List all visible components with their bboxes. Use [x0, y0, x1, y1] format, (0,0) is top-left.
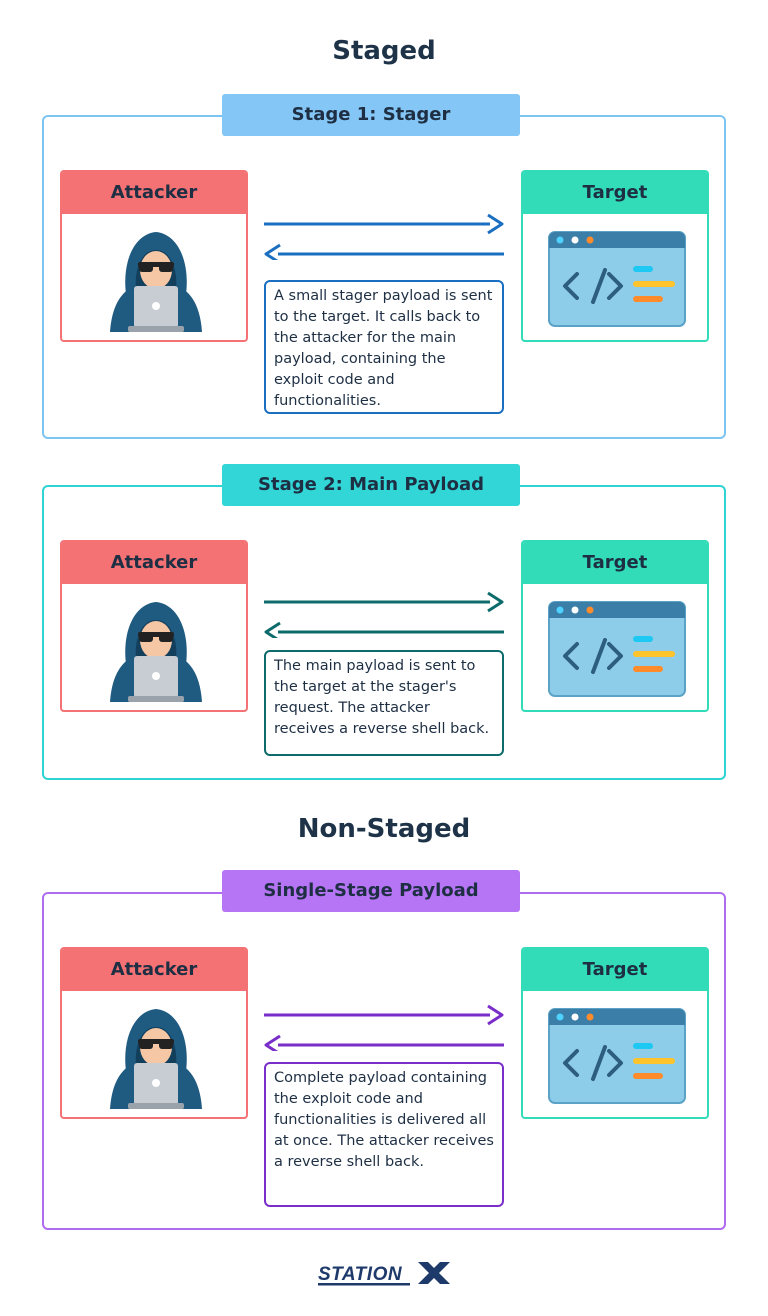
single-stage-title: Single-Stage Payload: [222, 870, 520, 912]
target-label: Target: [523, 542, 707, 584]
single-stage-description: Complete payload containing the exploit …: [264, 1062, 504, 1207]
target-card: Target: [521, 540, 709, 712]
stage-2-arrows: [264, 591, 504, 638]
svg-text:STATION: STATION: [318, 1264, 403, 1285]
attacker-label: Attacker: [62, 172, 246, 214]
stage-2-description: The main payload is sent to the target a…: [264, 650, 504, 756]
attacker-label: Attacker: [62, 542, 246, 584]
single-stage-arrows: [264, 1004, 504, 1051]
stationx-logo: STATION: [0, 1258, 768, 1292]
code-window-icon: [548, 1008, 686, 1104]
hooded-hacker-icon: [110, 602, 202, 702]
attacker-label: Attacker: [62, 949, 246, 991]
non-staged-heading: Non-Staged: [297, 814, 471, 844]
target-label: Target: [523, 172, 707, 214]
target-card: Target: [521, 947, 709, 1119]
code-window-icon: [548, 601, 686, 697]
target-card: Target: [521, 170, 709, 342]
attacker-card: Attacker: [60, 540, 248, 712]
stage-1-arrows: [264, 213, 504, 260]
stage-2-title: Stage 2: Main Payload: [222, 464, 520, 506]
code-window-icon: [548, 231, 686, 327]
stationx-logo-mark: STATION: [318, 1262, 450, 1286]
stage-1-title: Stage 1: Stager: [222, 94, 520, 136]
hooded-hacker-icon: [110, 232, 202, 332]
hooded-hacker-icon: [110, 1009, 202, 1109]
target-label: Target: [523, 949, 707, 991]
staged-heading: Staged: [332, 36, 436, 66]
attacker-card: Attacker: [60, 947, 248, 1119]
attacker-card: Attacker: [60, 170, 248, 342]
stage-1-description: A small stager payload is sent to the ta…: [264, 280, 504, 414]
